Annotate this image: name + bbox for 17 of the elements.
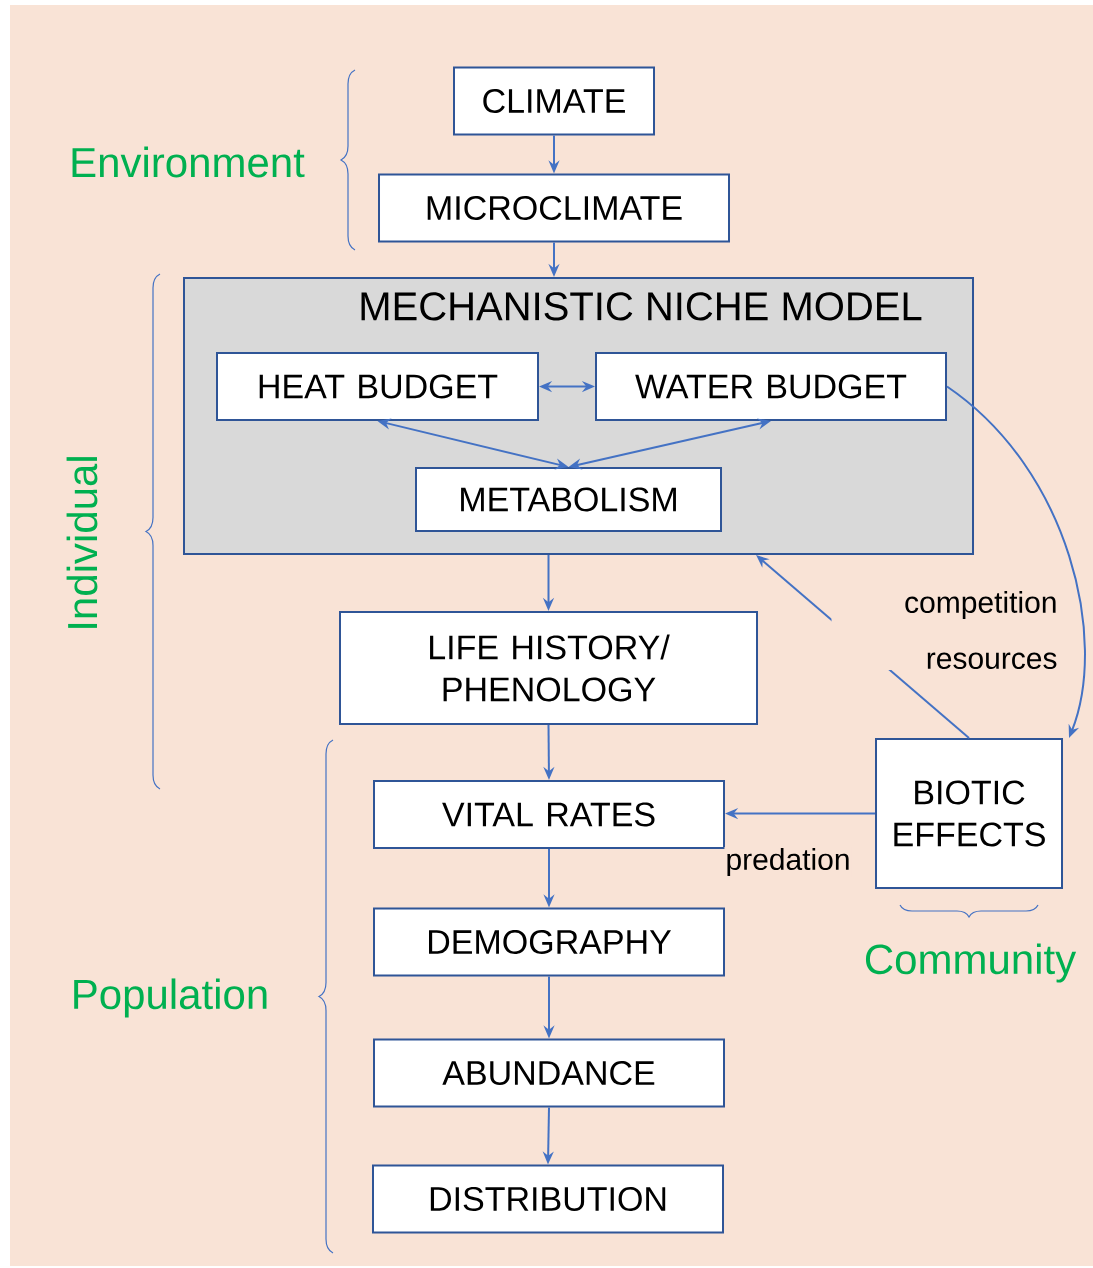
process-box: METABOLISM xyxy=(415,467,722,532)
process-box: CLIMATE xyxy=(453,66,655,136)
edge-label: competition resources xyxy=(831,590,1059,670)
group-label: Environment xyxy=(72,146,305,178)
group-label: Individual xyxy=(66,457,98,628)
process-box: VITAL RATES xyxy=(373,780,725,849)
edge-label: predation xyxy=(724,847,852,877)
process-box: BIOTIC EFFECTS xyxy=(875,738,1063,889)
process-box: DEMOGRAPHY xyxy=(373,907,725,977)
group-label: Population xyxy=(74,978,267,1018)
process-box: LIFE HISTORY/ PHENOLOGY xyxy=(339,611,758,725)
group-label: Community xyxy=(865,943,1077,983)
process-box: HEAT BUDGET xyxy=(216,352,539,421)
process-box: MICROCLIMATE xyxy=(378,173,730,243)
process-box: ABUNDANCE xyxy=(373,1038,725,1108)
process-box: WATER BUDGET xyxy=(595,352,947,421)
process-box: DISTRIBUTION xyxy=(372,1164,724,1234)
